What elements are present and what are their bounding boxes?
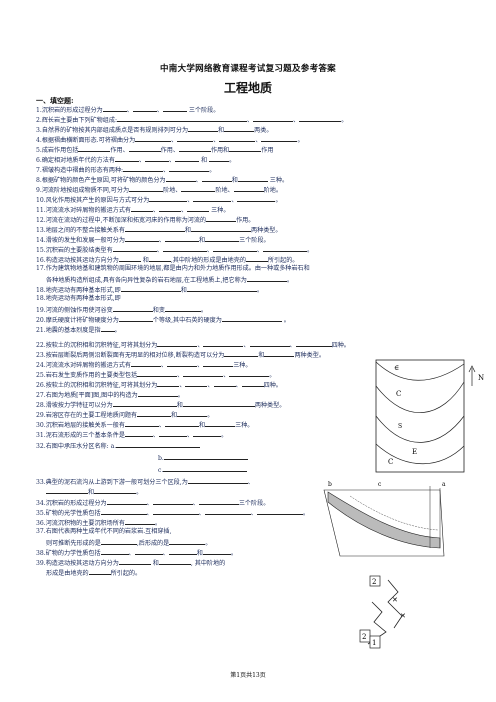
question-17-cont: 各种地质构造所组成,具有各向异性复杂的岩石地层,在工程地质上,把它称为。 (46, 277, 293, 284)
map-label-3: S (398, 423, 402, 430)
question-14: 14.滑坡的发生和发展一般可分为、和三个阶段。 (36, 237, 270, 244)
question-20: 19.河流的侧蚀作用使河谷变和变。 (36, 307, 208, 314)
section-heading: 一、填空题: (36, 96, 74, 105)
question-40: 39.构造运动按其运动方向分为 和, 其中阶地的 (36, 560, 226, 567)
map-label-4: E (412, 448, 417, 456)
confined-water-figure: b c a (323, 481, 446, 557)
map-label-2: C (396, 390, 401, 398)
question-32: 31.泥石流形成的三个基本条件是、、。 (36, 432, 228, 439)
question-4: 4.根据褶曲横断面形态.可将褶曲分为、、、。 (36, 137, 304, 144)
question-29: 28.滑坡按力学特征可以分为和两种类型。 (36, 402, 286, 409)
question-23: 22.按软土的沉积相和沉积特征,可将其划分为、、、四种。 (36, 342, 350, 349)
rock-label-left: 2 (362, 633, 366, 641)
question-34-cont: 和。 (46, 487, 142, 496)
cross-mark: ✕ (400, 612, 406, 620)
rock-label-right: 1 (372, 639, 376, 647)
question-13: 13.地层之间的不整合接触关系有和两种类型。 (36, 227, 282, 234)
document-subtitle: 工程地质 (223, 81, 272, 95)
zone-label-c: c (378, 481, 382, 488)
question-28: 27.右图为地质[平面]图,图中的构造为。 (36, 392, 184, 399)
map-north-label: N (478, 374, 484, 382)
question-36: 35.矿物的光学性质包括、、、。 (36, 510, 309, 517)
question-40-cont: 形成是由地壳的所引起的。 (46, 570, 142, 577)
question-15: 15.沉积岩的主要胶结类型有、、、。 (36, 247, 314, 254)
question-8: 8.根据矿物的颜色产生原因,可将矿物的颜色分为、和 三种。 (36, 177, 289, 184)
question-10: 10.风化作用按其产生的原因与方式可分为、、。 (36, 197, 282, 204)
question-11: 11.河流流水对碎屑物的搬运方式有、、 三种。 (36, 207, 230, 214)
question-6: 6.确定相对地质年代的方法有、、 和 。 (36, 157, 236, 164)
question-2: 2.辉长岩主要由下列矿物组成:、、。 (36, 117, 348, 124)
question-18: 18.地壳运动有两种基本形式,即和。 (36, 287, 263, 294)
question-16: 16.构造运动按其运动方向分为 和,其中阶地的形成是由地壳的所引起的。 (36, 257, 299, 264)
question-38-cont: 则可推断先形成的是,后形成的是。 (46, 540, 212, 547)
question-39: 38.矿物的力学性质包括、、和。 (36, 550, 237, 557)
page-footer: 第1页共13页 (230, 672, 266, 679)
document-title: 中南大学网络教育课程考试复习题及参考答案 (159, 64, 336, 74)
question-33c: c. (158, 465, 248, 474)
question-21: 20.摩氏硬度计将矿物硬度分为个等级,其中石英的硬度为 。 (36, 317, 290, 324)
intrusion-figure: ✕ ✕ 2 2 1 (359, 575, 406, 649)
zone-label-a: a (442, 481, 446, 488)
question-24: 23.按岩层断裂后两侧沿断裂面有无明显的相对位移,断裂构造可以分为和两种类型。 (36, 352, 325, 359)
cross-mark: ✕ (392, 596, 398, 604)
map-label-5: C (388, 458, 393, 466)
question-34: 33.典型的泥石流沟从上游到下游一般可划分三个区段,为、 (36, 479, 254, 486)
question-33b: b. (158, 453, 248, 462)
zone-label-b: b (328, 481, 332, 488)
question-26: 25.岩石发生变质作用的主要类型包括、、。 (36, 372, 276, 379)
rock-label-top: 2 (372, 578, 376, 586)
question-27: 26.按软土的沉积相和沉积特征,可将其划分为、、、四种。 (36, 382, 282, 389)
question-25: 24.河流流水对碎屑物的搬运方式有、、三种。 (36, 362, 252, 369)
question-3: 3.自然界的矿物按其内部组成质点是否有规则排列可分为和两类。 (36, 127, 273, 134)
question-30: 29.岩溶区存在的主要工程地质问题有和。 (36, 412, 214, 419)
question-33a: 32.右图中承压水分区名称: a. (36, 441, 201, 450)
question-37: 36.河流沉积物的主要沉积场所有。 (36, 520, 162, 527)
question-5: 5.成岩作用包括作用、作用、作用和作用 (36, 147, 274, 154)
question-19: 18.地壳运动有两种基本形式,即 (36, 295, 121, 302)
question-9: 9.河流阶地按组成物质不同,可分为阶地、阶地、阶地。 (36, 187, 282, 194)
question-31: 30.沉积岩地层的接触关系一般有、和三种。 (36, 422, 254, 429)
question-12: 12.河流在流动的过程中,不断加深和拓宽河床的作用称为河流的作用。 (36, 217, 255, 224)
question-35: 34.沉积岩的形成过程分为、、三个阶段。 (36, 500, 270, 507)
geologic-map-figure: ∈ C S E C N (375, 359, 484, 473)
map-label-1: ∈ (394, 364, 399, 372)
question-22: 21.地震的基本烈度是指。 (36, 327, 121, 334)
question-17: 17.作为建筑物地基和建筑物的周围环境的地层,都是由内力和外力地质作用形成。由一… (36, 265, 310, 272)
question-1: 1.沉积岩的形成过程分为、、 三个阶段。 (36, 107, 220, 114)
question-7: 7.褶皱构造中褶曲的形态有两种:、。 (36, 167, 216, 174)
question-38: 37.右图代表两种生成年代不同的岩浆岩.互相穿插, (36, 528, 172, 535)
